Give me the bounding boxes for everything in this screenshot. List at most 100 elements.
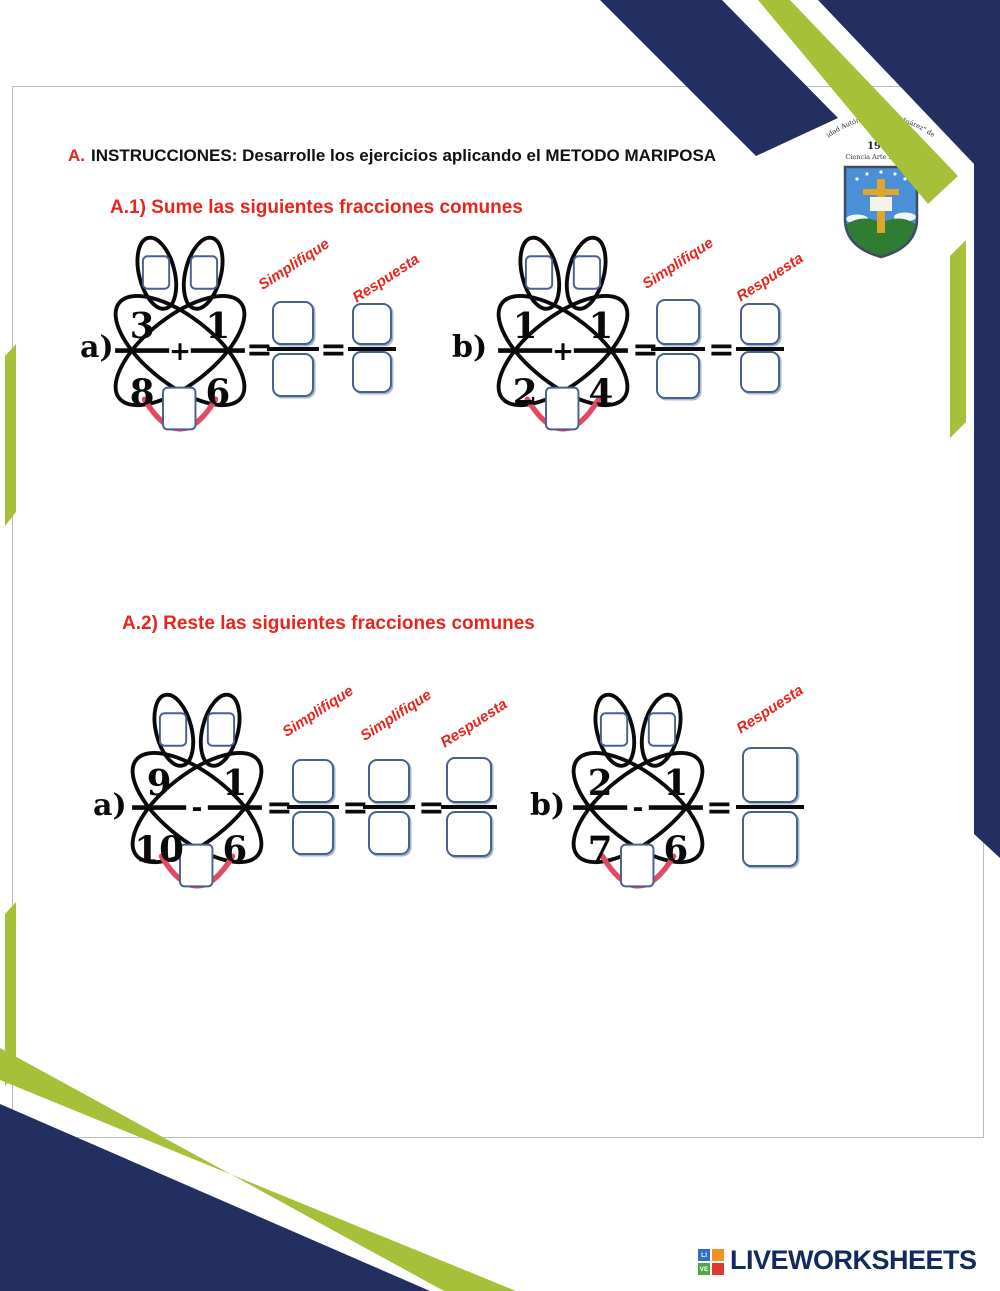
butterfly-wing [496,294,630,408]
antenna-left [152,692,196,768]
answer-box-numerator[interactable] [292,759,334,803]
liveworksheets-brand[interactable]: LIVEWORKSHEETS [730,1245,977,1275]
butterfly-wing [571,751,705,865]
butterfly-wing [130,751,264,865]
operator-sign: + [552,337,574,367]
answer-box-denominator[interactable] [446,811,492,857]
answer-box-numerator[interactable] [352,303,392,345]
denominator-right: 4 [588,373,613,414]
answer-box-numerator[interactable] [368,759,410,803]
butterfly-diagram: 2 1 7 6 - [571,692,705,889]
answer-box-denominator[interactable] [292,811,334,855]
crest-arc-title: Universidad Autónoma "Benito Juárez" de … [819,96,938,140]
denominator-right: 6 [663,830,688,871]
antenna-left [135,235,179,311]
shield-banner [870,197,892,211]
operator-sign: - [633,794,644,824]
fraction-bar [651,347,705,351]
instructions-prefix: A. [68,146,85,165]
exercise-label: a) [80,330,114,365]
numerator-right: 1 [222,763,247,804]
answer-box-denominator[interactable] [272,353,314,397]
instructions: A. INSTRUCCIONES: Desarrolle los ejercici… [68,146,716,166]
instructions-text: INSTRUCCIONES: Desarrolle los ejercicios… [91,146,717,165]
school-crest: Universidad Autónoma "Benito Juárez" de … [819,96,940,266]
butterfly-diagram: 1 1 2 4 + [496,235,630,432]
scratch-box-bottom[interactable] [179,843,214,888]
equals-sign: = [706,788,733,826]
exercise-label: a) [93,788,127,823]
answer-box-numerator[interactable] [272,301,314,345]
scratch-box-right[interactable] [189,255,219,290]
fraction-bar [363,805,415,809]
crest-year: 1955 [867,141,895,152]
numerator-left: 2 [588,763,613,804]
logo-square-green: VE [698,1263,710,1275]
antenna-left [518,235,562,311]
answer-box-denominator[interactable] [742,811,798,867]
shield-crossarm [863,189,899,195]
butterfly-diagram: 9 1 10 6 - [130,692,264,889]
antenna-right [564,235,608,311]
answer-box-denominator[interactable] [740,351,780,393]
denominator-left: 8 [130,373,155,414]
answer-box-numerator[interactable] [740,303,780,345]
butterfly-wing [130,751,264,865]
equals-sign: = [708,330,735,368]
equals-sign: = [320,330,347,368]
answer-box-numerator[interactable] [446,757,492,803]
section-title-a2: A.2) Reste las siguientes fracciones com… [122,613,535,634]
antenna-right [639,692,683,768]
butterfly-wing [113,294,247,408]
crest-title-text: Universidad Autónoma "Benito Juárez" de … [819,96,938,140]
scratch-box-bottom[interactable] [545,386,580,431]
answer-box-denominator[interactable] [656,353,700,399]
operator-sign: + [169,337,191,367]
liveworksheets-logo-icon[interactable]: LI VE [698,1249,724,1275]
scratch-box-right[interactable] [572,255,602,290]
numerator-right: 1 [588,306,613,347]
equals-sign: = [418,788,445,826]
butterfly-wing [496,294,630,408]
scratch-box-bottom[interactable] [162,386,197,431]
logo-square-red [712,1263,724,1275]
antenna-left [593,692,637,768]
scratch-box-left[interactable] [141,255,171,290]
crest-motto: Ciencia Arte Libertad [845,153,917,161]
numerator-right: 1 [663,763,688,804]
answer-box-numerator[interactable] [742,747,798,803]
denominator-right: 6 [205,373,230,414]
answer-box-denominator[interactable] [352,351,392,393]
scratch-box-left[interactable] [524,255,554,290]
antenna-right [181,235,225,311]
scratch-box-left[interactable] [158,712,188,747]
answer-box-denominator[interactable] [368,811,410,855]
denominator-left: 2 [513,373,538,414]
scratch-box-bottom[interactable] [620,843,655,888]
denominator-right: 6 [222,830,247,871]
numerator-left: 9 [147,763,172,804]
annotation-respuesta: Respuesta [733,681,807,738]
antenna-right [198,692,242,768]
numerator-left: 1 [513,306,538,347]
scratch-box-right[interactable] [206,712,236,747]
scratch-box-left[interactable] [599,712,629,747]
fraction-bar [736,805,804,809]
fraction-bar [348,347,396,351]
svg-text:Universidad Autónoma "Benito J: Universidad Autónoma "Benito Juárez" de … [822,102,938,140]
numerator-left: 3 [130,306,155,347]
butterfly-wing [571,751,705,865]
fraction-bar [441,805,497,809]
crest-shield [843,165,919,259]
butterfly-wing [113,294,247,408]
logo-square-orange [712,1249,724,1261]
answer-box-numerator[interactable] [656,299,700,345]
denominator-left: 10 [134,830,183,871]
logo-square-blue: LI [698,1249,710,1261]
scratch-box-right[interactable] [647,712,677,747]
operator-sign: - [192,794,203,824]
butterfly-diagram: 3 1 8 6 + [113,235,247,432]
section-title-a1: A.1) Sume las siguientes fracciones comu… [110,197,523,218]
exercise-label: b) [452,330,488,365]
fraction-bar [287,805,339,809]
